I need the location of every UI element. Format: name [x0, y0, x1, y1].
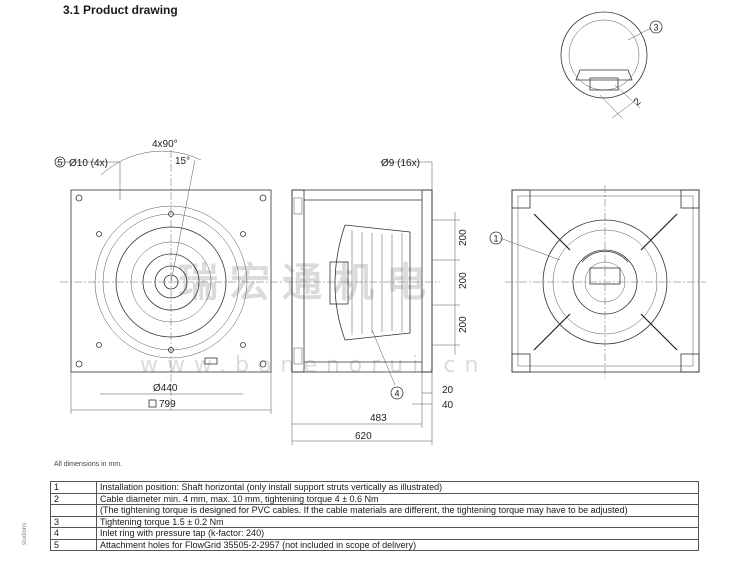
note-text: Cable diameter min. 4 mm, max. 10 mm, ti…	[96, 492, 699, 505]
callout-3-circle	[649, 20, 663, 34]
callout-1: 1	[494, 234, 499, 244]
note-text: Attachment holes for FlowGrid 35505-2-29…	[96, 538, 699, 551]
front-view	[56, 150, 282, 414]
note-number: 5	[50, 538, 97, 551]
dim-483: 483	[370, 413, 387, 424]
watermark-url: www.bonenorui.cn	[140, 353, 487, 378]
dim-4x90: 4x90°	[152, 139, 178, 150]
note-text: Tightening torque 1.5 ± 0.2 Nm	[96, 515, 699, 528]
product-drawing: 瑞宏通机电 www.bonenorui.cn 4x9	[54, 11, 706, 445]
table-row: (The tightening torque is designed for P…	[50, 504, 699, 517]
dim-sq799: 799	[159, 399, 176, 410]
dim-40: 40	[442, 400, 454, 411]
section-heading: 3.1 Product drawing	[63, 3, 178, 17]
dim-20: 20	[442, 385, 454, 396]
dim-200-top: 200	[458, 229, 469, 246]
dim-holes-10: Ø10 (4x)	[69, 158, 108, 169]
callout-3: 3	[654, 23, 659, 33]
square-symbol	[148, 399, 157, 408]
detail-view	[560, 11, 652, 119]
callout-5: 5	[58, 158, 63, 168]
note-number	[50, 504, 97, 517]
callout-2: 2	[632, 96, 644, 108]
side-view	[285, 161, 460, 445]
callout-4: 4	[395, 389, 400, 399]
callout-5-circle	[54, 156, 66, 168]
note-number: 4	[50, 527, 97, 540]
dim-200-mid: 200	[458, 272, 469, 289]
dim-d440: Ø440	[153, 383, 178, 394]
dim-200-bottom: 200	[458, 316, 469, 333]
note-number: 1	[50, 481, 97, 494]
dimensions-note: All dimensions in mm.	[54, 461, 123, 468]
dim-620: 620	[355, 431, 372, 442]
callout-1-circle	[489, 231, 503, 245]
note-text: Installation position: Shaft horizontal …	[96, 481, 699, 494]
dim-holes-9: Ø9 (16x)	[381, 158, 420, 169]
rear-view	[499, 185, 706, 378]
note-text: Inlet ring with pressure tap (k-factor: …	[96, 527, 699, 540]
watermark-cn: 瑞宏通机电	[178, 260, 438, 306]
note-number: 3	[50, 515, 97, 528]
callout-4-circle	[390, 386, 404, 400]
note-text: (The tightening torque is designed for P…	[96, 504, 699, 517]
note-number: 2	[50, 492, 97, 505]
dim-15deg: 15°	[175, 156, 190, 167]
side-label: studions	[22, 522, 28, 545]
